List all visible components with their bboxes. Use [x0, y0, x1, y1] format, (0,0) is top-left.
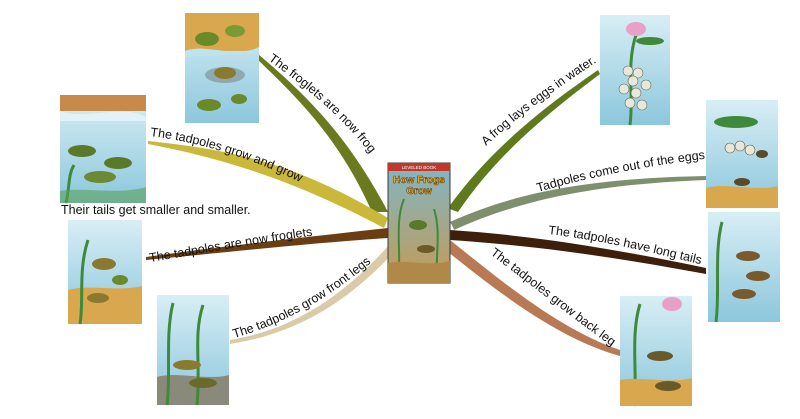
frog-icon — [195, 32, 219, 46]
egg-clump-icon — [618, 65, 652, 111]
branch-frog-lays-eggs — [448, 70, 600, 212]
label-tadpoles-come-out: Tadpoles come out of the eggs. — [535, 147, 709, 194]
branch-tadpoles-long-tails — [450, 230, 706, 274]
extra-caption-tails-smaller: Their tails get smaller and smaller. — [61, 203, 251, 217]
water-plant-icon — [165, 302, 175, 406]
label-tadpoles-grow-and-grow: The tadpoles grow and grow. — [0, 0, 306, 185]
branch-tadpoles-come-out — [450, 176, 706, 230]
frog-icon — [231, 94, 247, 104]
branch-froglets-now-frogs — [256, 54, 388, 212]
frog-icon — [87, 293, 109, 303]
frog-icon — [112, 275, 128, 285]
tadpole-icon — [734, 178, 750, 186]
illustration-frogs — [185, 13, 259, 123]
water-plant-icon — [195, 304, 205, 406]
illustration-long-tails — [708, 212, 780, 323]
tadpole-icon — [655, 381, 681, 391]
frog-icon — [409, 220, 427, 230]
tadpole-icon — [417, 245, 435, 253]
tadpole-icon — [736, 251, 760, 261]
egg-clump-icon — [724, 140, 756, 156]
tadpole-icon — [189, 378, 217, 388]
lily-flower-icon — [662, 297, 682, 311]
tadpole-icon — [173, 360, 201, 370]
lily-flower-icon — [626, 22, 646, 36]
illustration-back-legs — [620, 296, 692, 407]
label-frog-lays-eggs: A frog lays eggs in water. — [478, 53, 598, 148]
tadpole-icon — [732, 289, 756, 299]
frog-icon — [214, 67, 236, 79]
illustration-froglets — [68, 220, 142, 325]
illustration-tadpoles-growing — [60, 95, 146, 204]
frog-icon — [92, 258, 116, 270]
frog-icon — [225, 25, 245, 37]
water-plant-icon — [714, 221, 724, 323]
tadpole-icon — [84, 171, 116, 183]
book-title-line1: How Frogs — [393, 175, 445, 186]
book-series-label: LEVELED BOOK — [402, 165, 437, 170]
illustration-hatching — [706, 100, 778, 208]
tadpole-icon — [68, 145, 96, 157]
central-book-cover: LEVELED BOOK How Frogs Grow — [387, 162, 451, 284]
water-plant-icon — [78, 239, 90, 325]
tadpole-icon — [756, 150, 768, 158]
illustration-eggs — [600, 15, 670, 126]
tadpole-icon — [104, 157, 132, 169]
illustration-front-legs — [157, 295, 229, 406]
tadpole-icon — [746, 271, 770, 281]
frog-icon — [197, 99, 221, 111]
book-title-line2: Grow — [406, 186, 432, 197]
branch-tadpoles-back-legs — [448, 240, 620, 356]
branches — [146, 54, 706, 356]
branch-tadpoles-now-froglets — [146, 228, 388, 260]
tadpole-icon — [647, 351, 673, 361]
